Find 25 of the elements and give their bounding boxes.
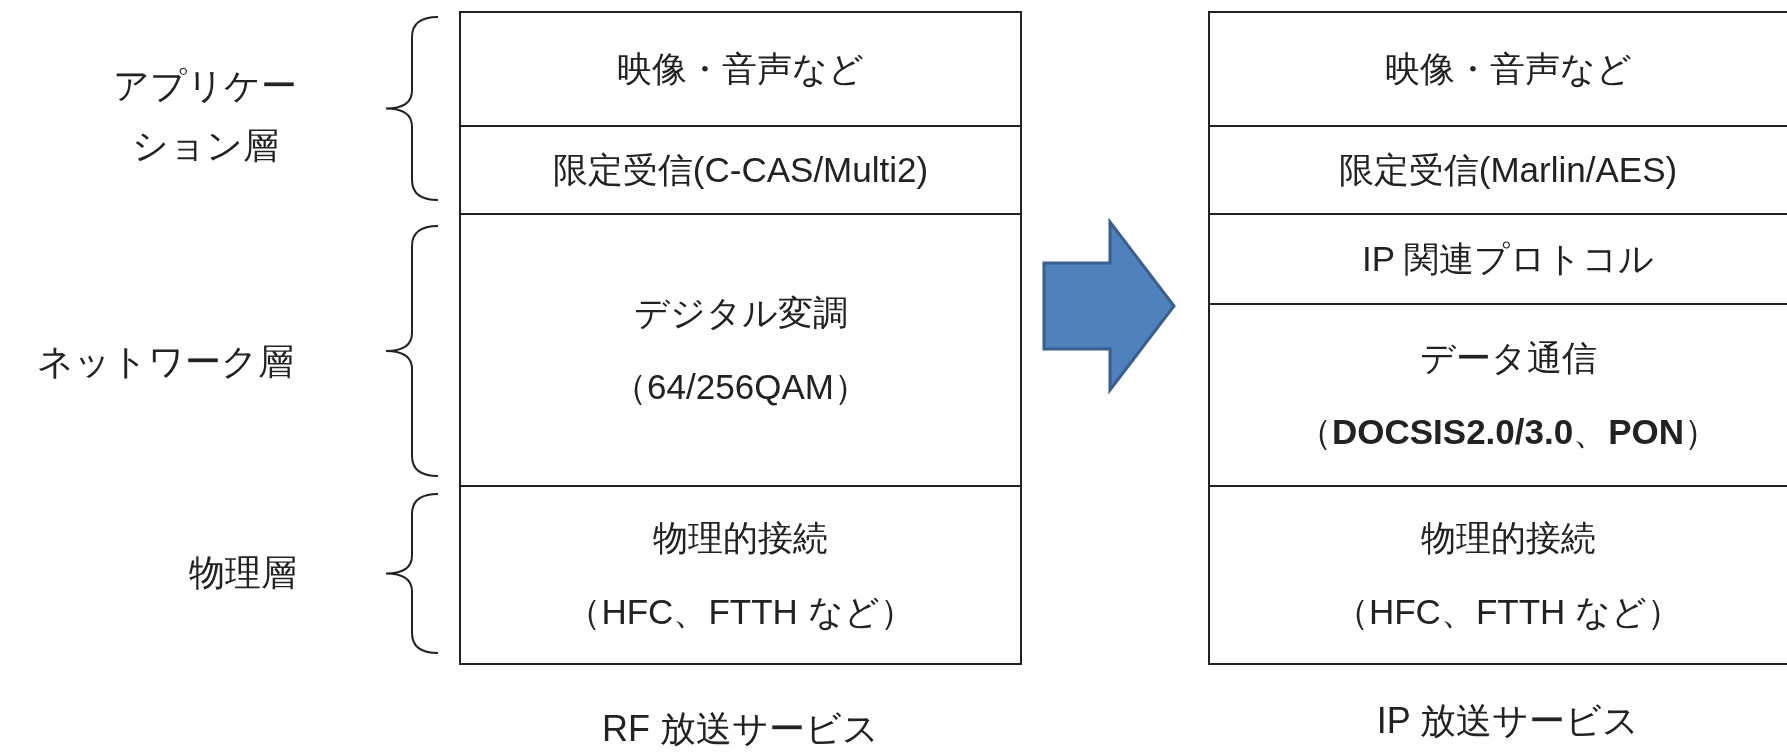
layer-label: アプリケーション層 [112,64,298,168]
layer-text: 限定受信(Marlin/AES) [1338,149,1678,191]
layer-text: 映像・音声など [1384,48,1632,90]
layer-box [459,213,1022,487]
layer-text: 限定受信(C-CAS/Multi2) [552,149,929,191]
layer-box [459,11,1022,127]
layer-label: 物理層 [188,551,298,595]
layer-subtext: （HFC、FTTH など） [1333,591,1683,633]
layer-box [1208,11,1787,127]
layer-subtext: （64/256QAM） [612,366,869,408]
stack-caption: RF 放送サービス [601,707,880,751]
layer-text: IP 関連プロトコル [1361,238,1655,280]
stack-caption: IP 放送サービス [1375,699,1641,743]
layer-label: ネットワーク層 [35,340,295,384]
layer-text: 物理的接続 [1420,517,1596,559]
block-arrow [1042,217,1176,395]
layer-subtext: （DOCSIS2.0/3.0、PON） [1296,411,1720,453]
layer-text: データ通信 [1419,337,1597,379]
layer-box [459,125,1022,215]
layer-box [459,485,1022,665]
layer-subtext: （HFC、FTTH など） [566,591,915,633]
layer-box [1208,485,1787,665]
layer-text: 映像・音声など [617,48,864,90]
layer-text: 物理的接続 [653,517,828,559]
layer-text: デジタル変調 [633,292,848,334]
